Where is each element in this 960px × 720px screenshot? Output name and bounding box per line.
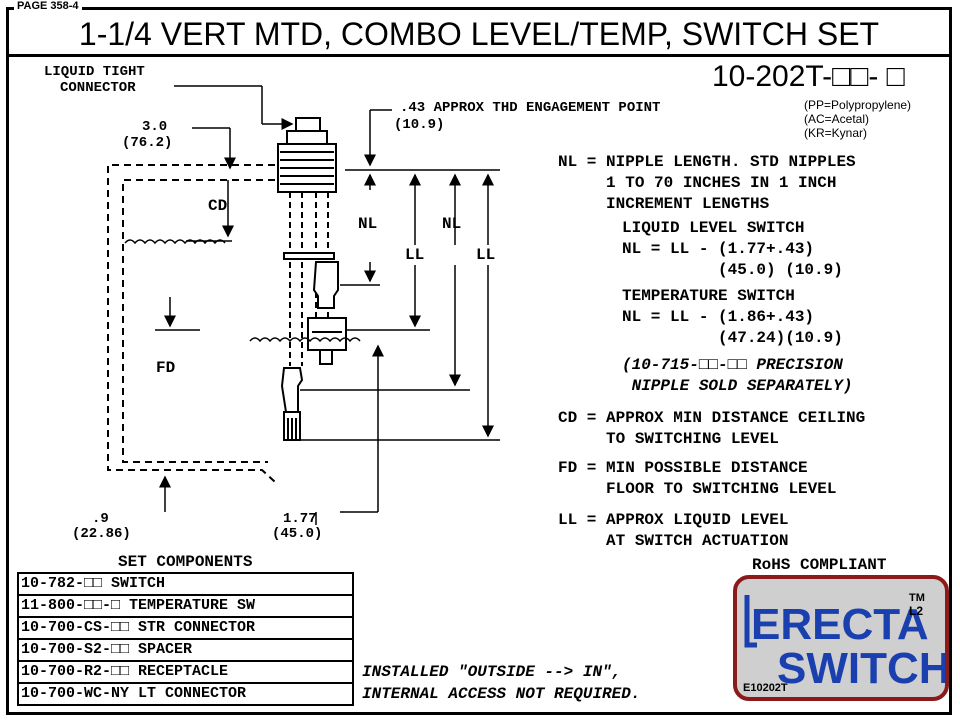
liquid-tight-label: LIQUID TIGHT <box>44 64 145 80</box>
liquid-tight-connector <box>277 117 337 193</box>
lls-title: LIQUID LEVEL SWITCH <box>622 219 805 237</box>
dim-9-metric: (22.86) <box>72 526 131 542</box>
liquid-level-switch <box>307 261 347 365</box>
erecta-switch-logo: ERECTA SWITCH TM L2 E10202T <box>733 575 951 701</box>
thd-engagement-label: .43 APPROX THD ENGAGEMENT POINT <box>400 100 661 116</box>
ll-def-2: AT SWITCH ACTUATION <box>558 532 789 550</box>
material-pp: (PP=Polypropylene) <box>804 98 912 112</box>
nl-label-2: NL <box>442 215 462 233</box>
rohs-label: RoHS COMPLIANT <box>752 556 887 574</box>
table-row: 11-800-□□-□ TEMPERATURE SW <box>19 596 352 618</box>
cd-def-2: TO SWITCHING LEVEL <box>558 430 779 448</box>
ts-metric: (47.24)(10.9) <box>622 329 843 347</box>
nl-def-1: NL = NIPPLE LENGTH. STD NIPPLES <box>558 153 856 171</box>
spacer <box>283 252 335 260</box>
dim-9-label: .9 <box>92 511 109 527</box>
material-ac: (AC=Acetal) <box>804 112 870 126</box>
precision-note-1: (10-715-□□-□□ PRECISION <box>622 356 843 374</box>
precision-note-2: NIPPLE SOLD SEPARATELY) <box>622 377 853 395</box>
ts-formula: NL = LL - (1.86+.43) <box>622 308 815 326</box>
ll-def-1: LL = APPROX LIQUID LEVEL <box>558 511 789 529</box>
cd-def-1: CD = APPROX MIN DISTANCE CEILING <box>558 409 866 427</box>
fd-label: FD <box>156 359 176 377</box>
dim-177-label: 1.77 <box>283 511 317 527</box>
dim-3-metric: (76.2) <box>122 135 173 151</box>
set-components-table: 10-782-□□ SWITCH 11-800-□□-□ TEMPERATURE… <box>17 572 354 706</box>
lls-metric: (45.0) (10.9) <box>622 261 843 279</box>
nl-label-1: NL <box>358 215 378 233</box>
table-row: 10-700-WC-NY LT CONNECTOR <box>21 685 247 702</box>
page-label: PAGE 358-4 <box>14 0 82 12</box>
dim-177-metric: (45.0) <box>272 526 323 542</box>
dim-3-label: 3.0 <box>142 119 168 135</box>
fd-def-1: FD = MIN POSSIBLE DISTANCE <box>558 459 808 477</box>
logo-graphic: ERECTA SWITCH TM L2 E10202T <box>743 592 951 694</box>
logo-code: E10202T <box>743 682 788 694</box>
material-kr: (KR=Kynar) <box>804 126 868 140</box>
page-title: 1-1/4 VERT MTD, COMBO LEVEL/TEMP, SWITCH… <box>9 12 949 57</box>
set-components-heading: SET COMPONENTS <box>118 553 253 571</box>
table-row: 10-700-R2-□□ RECEPTACLE <box>19 662 352 684</box>
logo-l2: L2 <box>909 604 923 618</box>
lls-formula: NL = LL - (1.77+.43) <box>622 240 815 258</box>
thd-engagement-metric: (10.9) <box>394 117 445 133</box>
temperature-sensor <box>280 367 304 441</box>
nl-def-3: INCREMENT LENGTHS <box>558 195 770 213</box>
table-row: 10-700-CS-□□ STR CONNECTOR <box>19 618 352 640</box>
logo-tm: TM <box>909 592 925 604</box>
dimension-lines <box>155 85 500 525</box>
ts-title: TEMPERATURE SWITCH <box>622 287 795 305</box>
liquid-tight-label-2: CONNECTOR <box>60 80 136 96</box>
logo-line1: ERECTA <box>751 600 929 649</box>
nl-def-2: 1 TO 70 INCHES IN 1 INCH <box>558 174 837 192</box>
fd-def-2: FLOOR TO SWITCHING LEVEL <box>558 480 837 498</box>
cd-label: CD <box>208 197 228 215</box>
page-frame <box>6 7 952 715</box>
ll-label-1: LL <box>405 246 425 264</box>
part-number: 10-202T-□□- □ <box>712 60 905 93</box>
ll-label-2: LL <box>476 246 496 264</box>
table-row: 10-782-□□ SWITCH <box>19 574 352 596</box>
tank-wall <box>107 164 276 483</box>
logo-line2: SWITCH <box>777 644 945 693</box>
install-note-1: INSTALLED "OUTSIDE --> IN", <box>362 663 622 681</box>
install-note-2: INTERNAL ACCESS NOT REQUIRED. <box>362 685 641 703</box>
table-row: 10-700-S2-□□ SPACER <box>19 640 352 662</box>
